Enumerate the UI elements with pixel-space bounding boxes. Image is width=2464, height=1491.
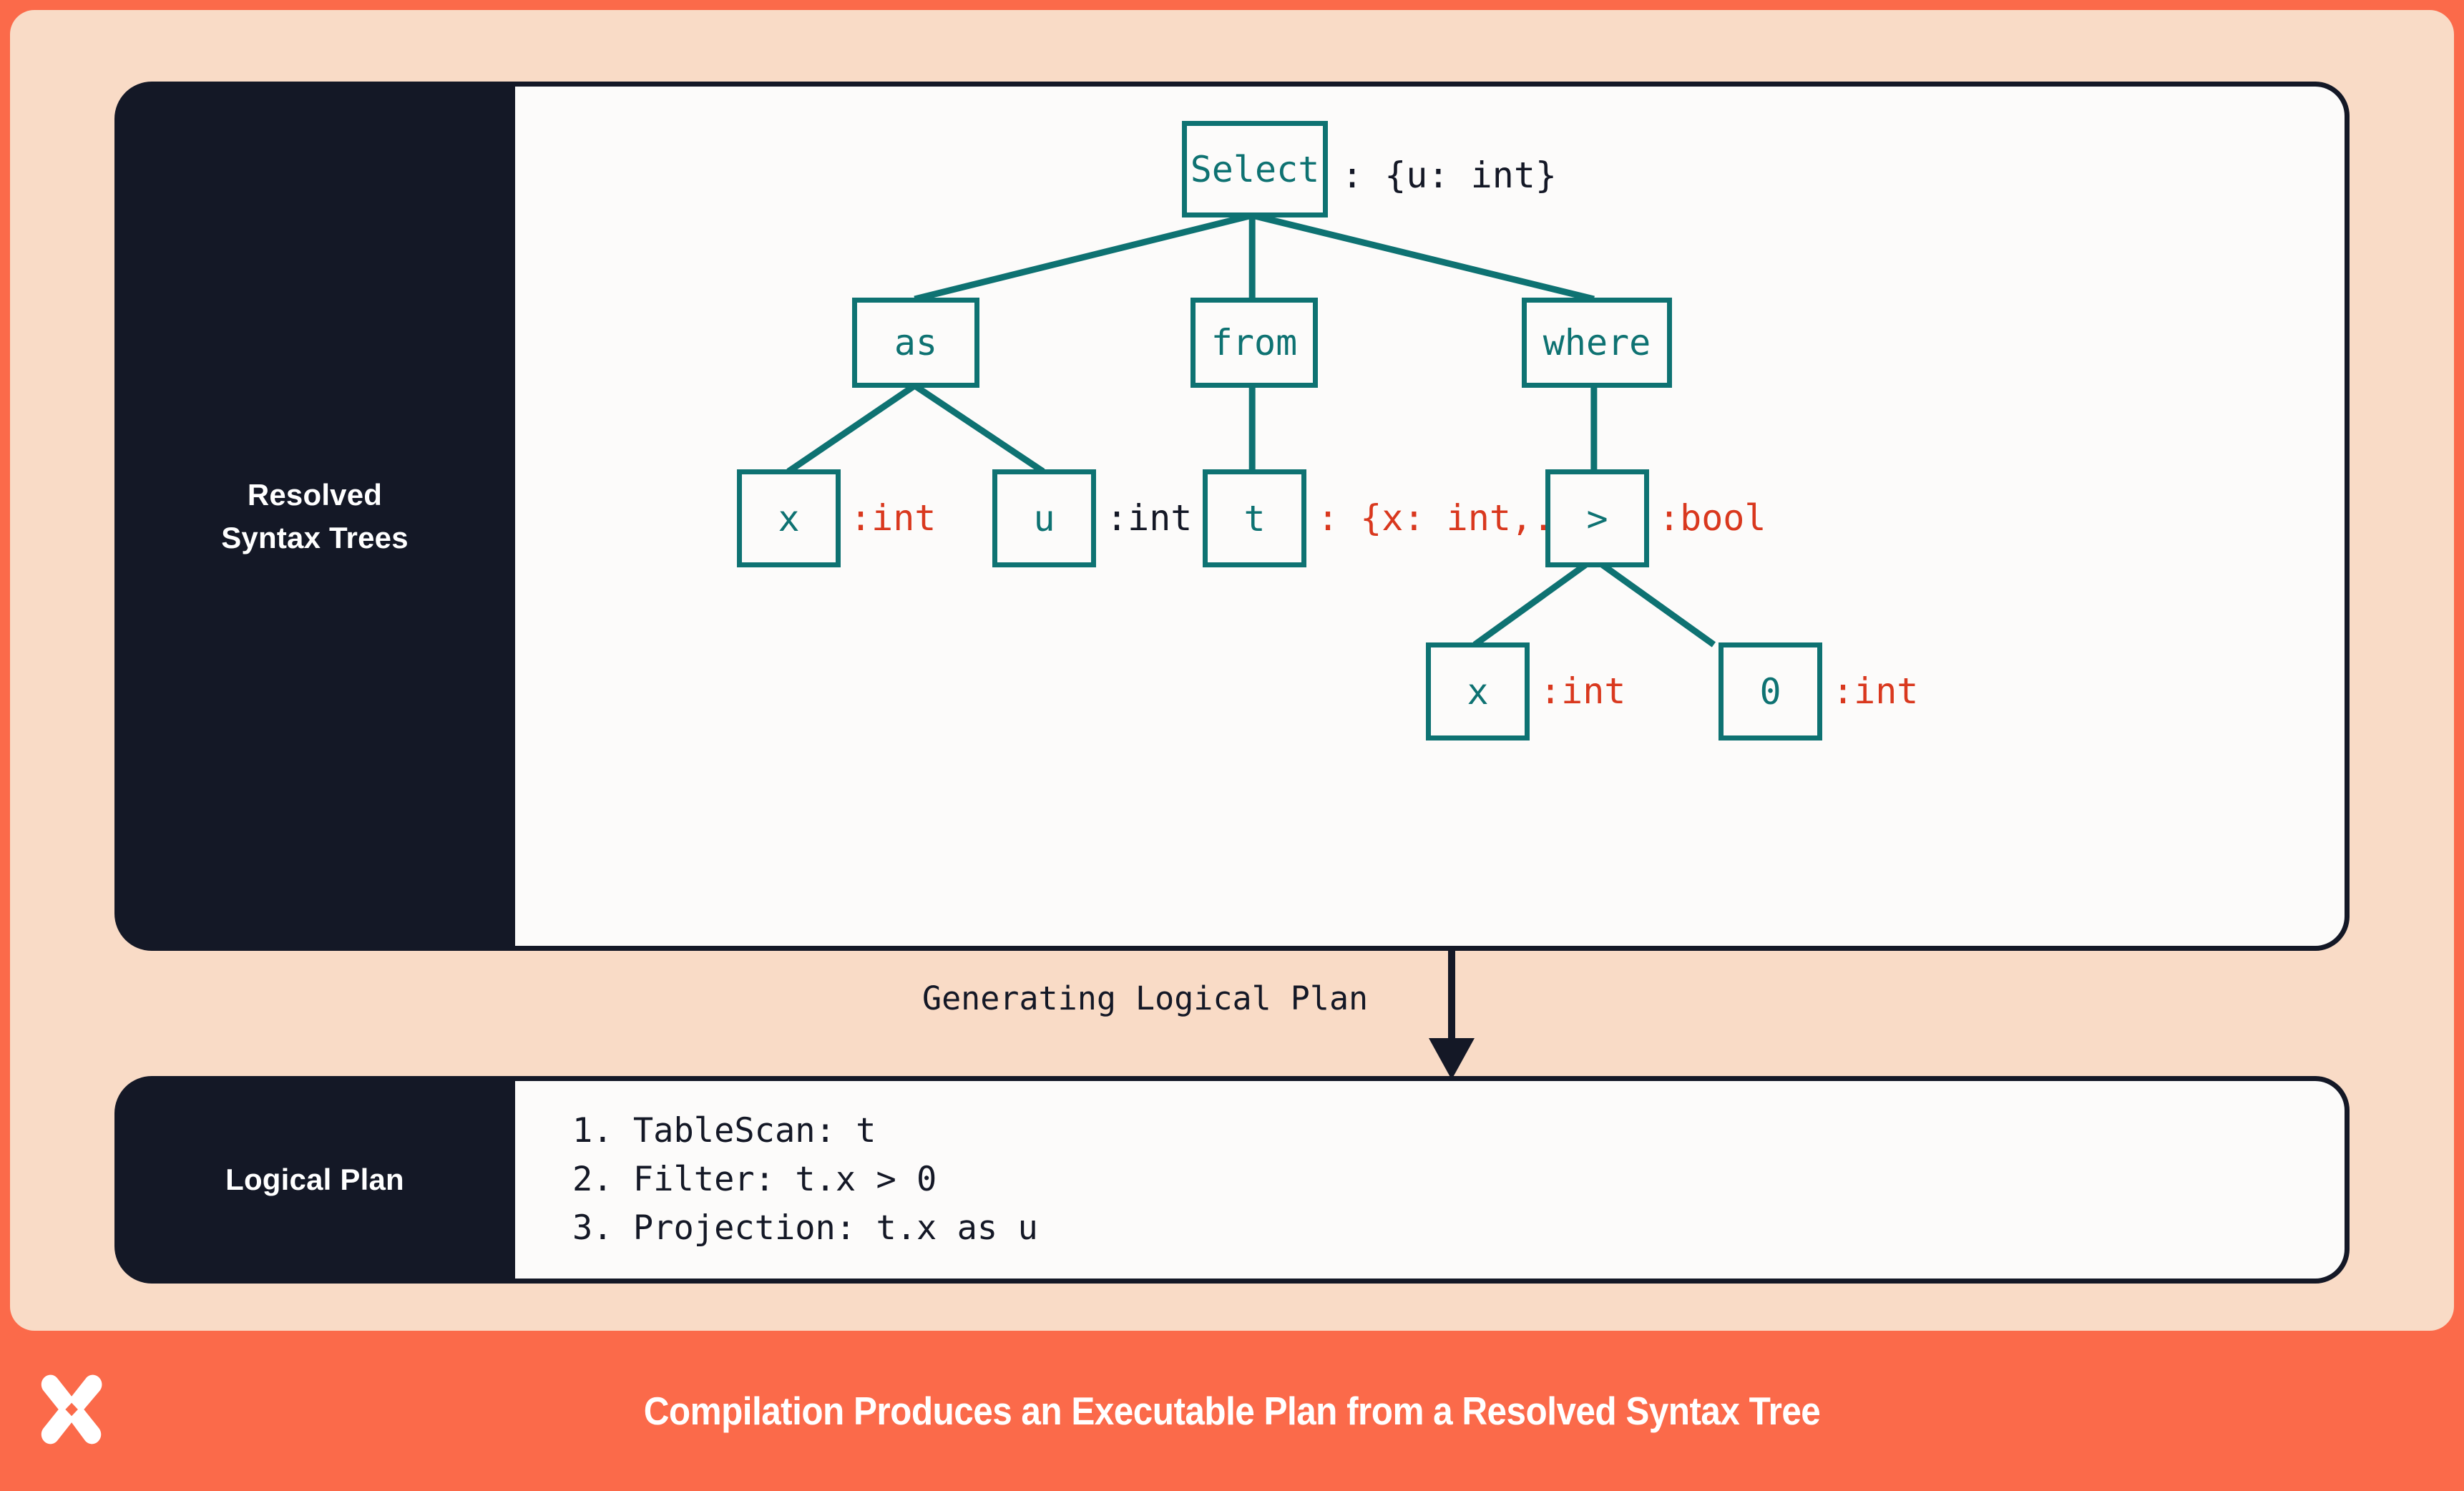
connector-label: Generating Logical Plan [922, 979, 1369, 1017]
node-label: x [778, 497, 800, 539]
tree-node-as[interactable]: as [852, 298, 979, 388]
tree-node-greater-than[interactable]: > [1545, 469, 1649, 567]
tree-node-from-t[interactable]: t [1203, 469, 1306, 567]
annotation-gt-x: :int [1540, 670, 1626, 712]
annotation-gt-zero: :int [1832, 670, 1919, 712]
syntax-tree: Select : {u: int} as from where x :int [515, 87, 2345, 946]
tree-node-select[interactable]: Select [1182, 121, 1328, 217]
rst-label-line-2: Syntax Trees [221, 520, 409, 554]
annotation-as-u: :int [1106, 497, 1193, 539]
generating-logical-plan-connector: Generating Logical Plan [922, 951, 1495, 1080]
node-label: u [1033, 497, 1055, 539]
down-arrow-icon [1429, 951, 1475, 1080]
footer-bar: Compilation Produces an Executable Plan … [0, 1331, 2464, 1491]
node-label: Select [1190, 148, 1320, 190]
resolved-syntax-trees-label: Resolved Syntax Trees [114, 82, 515, 951]
node-label: from [1211, 322, 1298, 363]
tree-node-gt-x[interactable]: x [1426, 642, 1530, 740]
node-label: x [1467, 670, 1489, 713]
annotation-as-x: :int [850, 497, 937, 539]
node-label: 0 [1759, 670, 1781, 713]
rst-label-line-1: Resolved [247, 477, 383, 512]
tree-node-as-u[interactable]: u [992, 469, 1096, 567]
footer-caption: Compilation Produces an Executable Plan … [643, 1389, 1821, 1433]
diagram-canvas: Resolved Syntax Trees [10, 10, 2454, 1331]
annotation-greater-than: :bool [1658, 497, 1766, 539]
logical-plan-label: Logical Plan [225, 1163, 404, 1197]
list-item: 1. TableScan: t [572, 1110, 876, 1150]
list-item: 3. Projection: t.x as u [572, 1208, 1038, 1248]
logical-plan-steps: 1. TableScan: t 2. Filter: t.x > 0 3. Pr… [572, 1107, 1038, 1253]
logical-plan-body: 1. TableScan: t 2. Filter: t.x > 0 3. Pr… [515, 1076, 2350, 1284]
node-label: > [1586, 497, 1608, 539]
node-label: t [1243, 497, 1266, 539]
annotation-select: : {u: int} [1341, 155, 1558, 196]
tree-node-gt-zero[interactable]: 0 [1719, 642, 1822, 740]
node-label: as [894, 322, 938, 363]
tree-node-from[interactable]: from [1191, 298, 1318, 388]
tree-node-where[interactable]: where [1522, 298, 1672, 388]
node-label: where [1543, 322, 1651, 363]
resolved-syntax-trees-section: Resolved Syntax Trees [114, 82, 2350, 951]
tree-node-as-x[interactable]: x [737, 469, 841, 567]
brand-x-logo-icon [41, 1374, 102, 1444]
logical-plan-section: Logical Plan 1. TableScan: t 2. Filter: … [114, 1076, 2350, 1284]
list-item: 2. Filter: t.x > 0 [572, 1159, 937, 1199]
syntax-tree-canvas: Select : {u: int} as from where x :int [515, 82, 2350, 951]
